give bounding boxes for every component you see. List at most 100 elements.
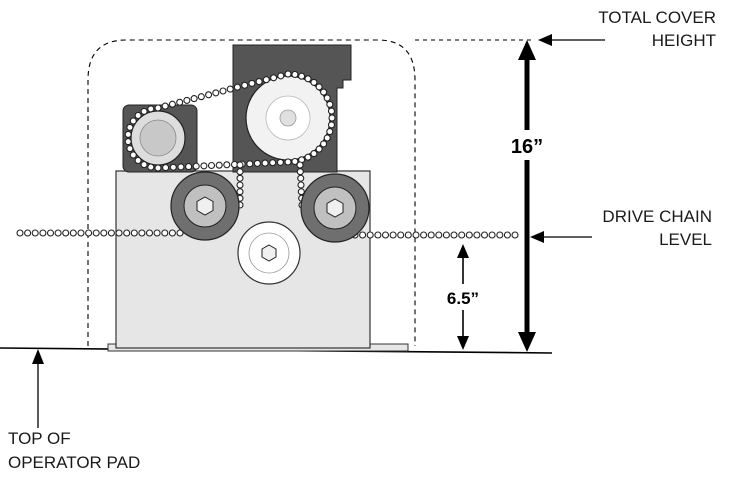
chain-link xyxy=(261,159,269,167)
arrow-down-icon xyxy=(457,336,469,350)
chain-link xyxy=(420,231,428,239)
chain-link xyxy=(328,114,336,122)
chain-height-value: 6.5” xyxy=(447,289,479,308)
chain-link xyxy=(161,102,169,110)
hex-nut-icon xyxy=(326,198,344,218)
chain-link xyxy=(129,151,137,159)
chain-link xyxy=(140,161,148,169)
chain-link xyxy=(183,96,191,104)
chain-link xyxy=(16,229,24,237)
drive-chain-level-callout: DRIVE CHAIN LEVEL xyxy=(530,207,712,249)
chain-link xyxy=(153,229,161,237)
chain-link xyxy=(162,164,170,172)
total-cover-height-label-line2: HEIGHT xyxy=(652,31,716,50)
chain-link xyxy=(465,231,473,239)
drive-chain-level-label-line1: DRIVE CHAIN xyxy=(602,207,712,226)
chain-link xyxy=(207,161,216,170)
chain-link xyxy=(176,229,184,237)
chain-link xyxy=(291,157,299,166)
chain-link xyxy=(246,160,254,168)
chain-link xyxy=(190,95,198,103)
drive-chain-level-label-line2: LEVEL xyxy=(659,230,712,249)
chain-link xyxy=(154,104,162,112)
chain-link xyxy=(46,229,55,237)
chain-link xyxy=(412,231,420,239)
chain-link xyxy=(197,93,205,101)
chain-link xyxy=(192,162,200,170)
cover-height-value: 16” xyxy=(511,136,543,158)
chain-link xyxy=(284,70,292,78)
chain-link xyxy=(297,181,305,189)
chain-link xyxy=(503,231,511,239)
arrow-left-icon xyxy=(538,34,552,46)
chain-link xyxy=(223,161,231,169)
gearbox-sprocket xyxy=(245,75,331,161)
chain-link xyxy=(310,78,318,86)
chain-link xyxy=(315,145,323,153)
chain-link xyxy=(212,89,220,97)
chain-link xyxy=(168,100,176,108)
chain-link xyxy=(310,150,318,158)
chain-link xyxy=(85,229,93,237)
chain-link xyxy=(296,168,304,176)
chain-link xyxy=(269,159,277,167)
chain-link xyxy=(511,231,519,239)
chain-link xyxy=(304,153,312,161)
chain-link xyxy=(31,229,39,237)
chain-link xyxy=(69,229,77,237)
drive-pulley xyxy=(237,221,301,285)
chain-link xyxy=(219,87,227,95)
chain-link xyxy=(253,159,261,167)
chain-link xyxy=(473,231,481,239)
operator-pad-label-line2: OPERATOR PAD xyxy=(8,453,140,472)
chain-link xyxy=(185,163,193,171)
chain-link xyxy=(147,105,155,113)
idler-wheel-left xyxy=(170,171,240,241)
total-cover-height-label-line1: TOTAL COVER xyxy=(598,8,716,27)
chain-link xyxy=(404,231,412,239)
cover-height-dimension: 16” xyxy=(508,40,548,352)
chain-link xyxy=(458,231,466,239)
chain-link xyxy=(241,81,249,89)
chain-link xyxy=(298,72,306,80)
chain-link xyxy=(236,168,244,176)
chain-link xyxy=(296,161,304,169)
chain-link xyxy=(226,85,234,93)
chain-link xyxy=(107,229,115,237)
arrow-down-icon xyxy=(518,332,536,352)
motor-sprocket xyxy=(130,110,186,166)
chain-link xyxy=(154,164,162,172)
chain-link xyxy=(126,145,134,153)
chain-link xyxy=(326,128,334,136)
chain-link xyxy=(233,83,241,91)
arrow-up-icon xyxy=(457,244,469,258)
chain-link xyxy=(255,78,263,86)
total-cover-height-callout: TOTAL COVER HEIGHT xyxy=(538,8,716,50)
chain-link xyxy=(134,111,142,120)
chain-link xyxy=(270,74,278,82)
chain-link xyxy=(262,76,270,84)
chain-link xyxy=(124,130,132,138)
chain-link xyxy=(248,79,256,87)
chain-link xyxy=(297,188,305,196)
chain-link xyxy=(177,163,185,171)
chain-link xyxy=(327,107,336,115)
chain-link xyxy=(92,229,100,237)
chain-link xyxy=(366,231,374,239)
chain-link xyxy=(129,117,137,125)
chain-link xyxy=(134,156,142,165)
operator-pad-callout: TOP OF OPERATOR PAD xyxy=(8,349,140,472)
chain-link xyxy=(236,188,244,196)
arrow-up-icon xyxy=(518,40,536,60)
chain-link xyxy=(297,174,305,182)
chain-link xyxy=(381,231,390,239)
chain-link xyxy=(323,134,331,142)
chain-link xyxy=(236,174,244,182)
chain-link xyxy=(145,229,154,237)
chain-link xyxy=(124,138,132,146)
chain-link xyxy=(276,158,284,166)
chain-link xyxy=(277,72,285,80)
chain-link xyxy=(205,91,213,99)
chain-link xyxy=(62,229,70,237)
operator-pad-label-line1: TOP OF xyxy=(8,429,71,448)
